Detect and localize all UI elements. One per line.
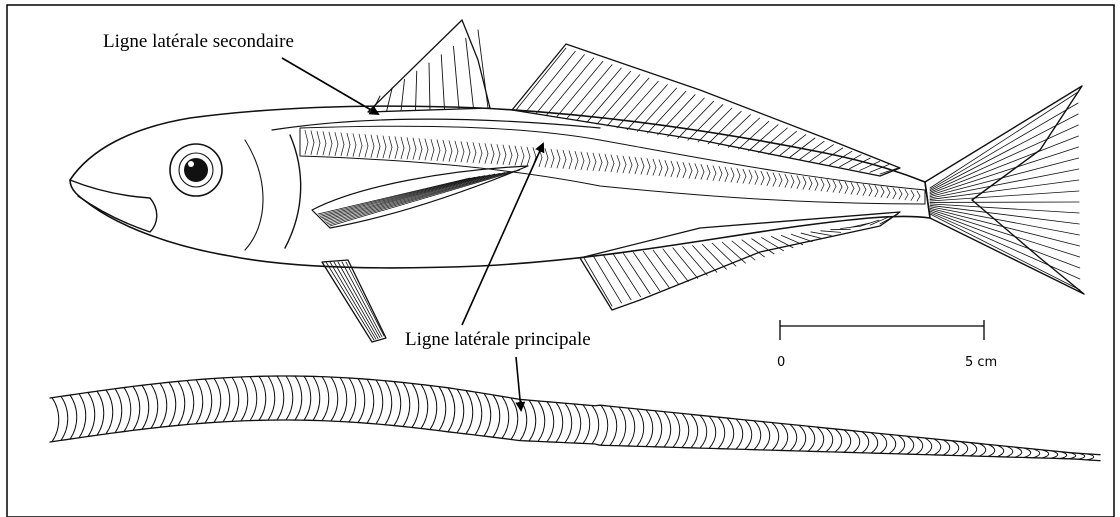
label-secondary-lateral-line: Ligne latérale secondaire (103, 31, 294, 52)
arrow-principal-lateral-line-scute (516, 357, 521, 410)
fish-pupil (184, 158, 208, 182)
secondary-lateral-line (272, 119, 600, 130)
scute-row-drawing (50, 376, 1100, 461)
fish-eye-highlight (188, 161, 194, 167)
scale-bar-end-label: 5 cm (965, 355, 997, 370)
scale-bar: 0 5 cm (777, 320, 997, 370)
arrow-secondary-lateral-line (282, 58, 378, 114)
fish-illustration (70, 20, 1084, 342)
fish-mouth (70, 180, 157, 232)
preoperculum (245, 140, 263, 250)
scale-bar-start-label: 0 (777, 355, 785, 370)
scute-band (300, 126, 925, 204)
arrow-principal-lateral-line (462, 144, 543, 325)
gill-cover (285, 135, 301, 248)
label-principal-lateral-line: Ligne latérale principale (405, 329, 591, 350)
pelvic-fin (322, 260, 386, 342)
